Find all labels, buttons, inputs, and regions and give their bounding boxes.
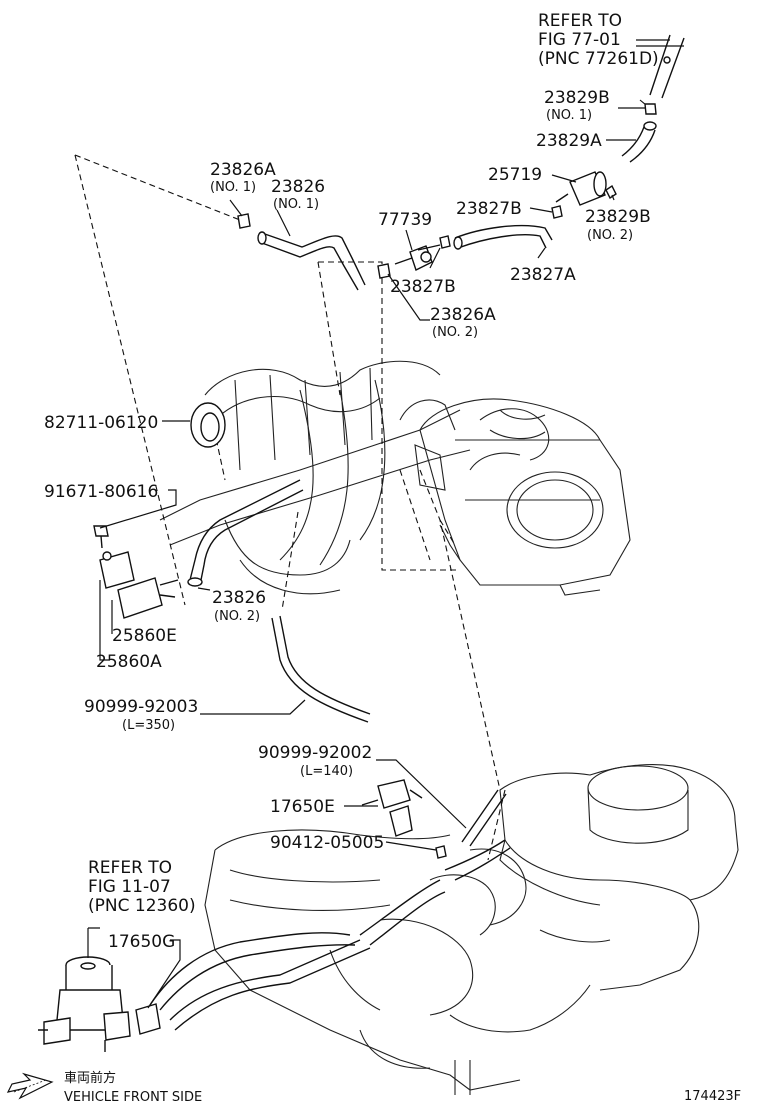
hose-90999-92003: [271, 615, 371, 723]
label-23826A-no1: 23826A: [210, 160, 276, 180]
valve-25719: [555, 171, 607, 206]
sub-23829B-no1: (NO. 1): [546, 108, 592, 123]
refer-77-line2: FIG 77-01: [538, 30, 621, 50]
label-23826A-no2: 23826A: [430, 305, 496, 325]
label-90999-92002: 90999-92002: [258, 743, 372, 763]
bolt-91671: [93, 525, 109, 549]
clamp-82711: [190, 402, 226, 448]
label-23826-no1: 23826: [271, 177, 325, 197]
sensor-77739: [394, 245, 433, 271]
hose-23826-no1: [257, 231, 366, 291]
sub-23826A-no1: (NO. 1): [210, 180, 256, 195]
leader-lines: [87, 39, 684, 1009]
refer-77-line1: REFER TO: [538, 11, 622, 31]
clip-23829B-no2: [605, 184, 617, 200]
hose-23829A: [621, 121, 657, 163]
engine-illustration: [159, 360, 739, 1095]
refer-11-line2: FIG 11-07: [88, 877, 171, 897]
label-23826-no2: 23826: [212, 588, 266, 608]
label-77739: 77739: [378, 210, 432, 230]
sub-90999-92002: (L=140): [300, 764, 353, 779]
clip-90412: [435, 845, 447, 859]
label-23827B-a: 23827B: [456, 199, 522, 219]
sub-23826-no1: (NO. 1): [273, 197, 319, 212]
sub-90999-92003: (L=350): [122, 718, 175, 733]
hose-90999-92002: [461, 789, 507, 847]
vehicle-front-indicator: 車両前方 VEHICLE FRONT SIDE: [6, 1070, 202, 1105]
hose-upper-right: [649, 34, 685, 99]
label-25860A: 25860A: [96, 652, 162, 672]
clip-23826A-no2: [377, 263, 391, 279]
sub-23829B-no2: (NO. 2): [587, 228, 633, 243]
callout-refer-77-01: REFER TO FIG 77-01 (PNC 77261D): [538, 11, 659, 69]
refer-11-line1: REFER TO: [88, 858, 172, 878]
refer-77-line3: (PNC 77261D): [538, 49, 659, 69]
label-17650G: 17650G: [108, 932, 175, 952]
sub-23826A-no2: (NO. 2): [432, 325, 478, 340]
label-90412-05005: 90412-05005: [270, 833, 384, 853]
sub-23826-no2: (NO. 2): [214, 609, 260, 624]
clip-23829B-no1: [644, 103, 657, 115]
label-90999-92003: 90999-92003: [84, 697, 198, 717]
label-23829A: 23829A: [536, 131, 602, 151]
label-17650E: 17650E: [270, 797, 335, 817]
clip-23827B: [439, 205, 563, 249]
label-23827A: 23827A: [510, 265, 576, 285]
hose-23827A: [453, 224, 553, 250]
callout-refer-11-07: REFER TO FIG 11-07 (PNC 12360): [88, 858, 196, 916]
label-82711-06120: 82711-06120: [44, 413, 158, 433]
label-23829B-no2: 23829B: [585, 207, 651, 227]
front-label-jp: 車両前方: [64, 1070, 116, 1086]
front-label-en: VEHICLE FRONT SIDE: [64, 1090, 202, 1105]
vsv-25860: [99, 551, 179, 619]
hose-23826-no2: [187, 479, 304, 587]
figure-id: 174423F: [684, 1089, 741, 1104]
label-23829B-no1: 23829B: [544, 88, 610, 108]
label-91671-80616: 91671-80616: [44, 482, 158, 502]
refer-11-line3: (PNC 12360): [88, 896, 196, 916]
clip-23826A-no1: [237, 213, 251, 229]
label-25719: 25719: [488, 165, 542, 185]
label-23827B-b: 23827B: [390, 277, 456, 297]
engine-mount-12360: [38, 956, 131, 1052]
vsv-17650G: [135, 839, 511, 1035]
vsv-17650E: [361, 779, 423, 837]
label-25860E: 25860E: [112, 626, 177, 646]
